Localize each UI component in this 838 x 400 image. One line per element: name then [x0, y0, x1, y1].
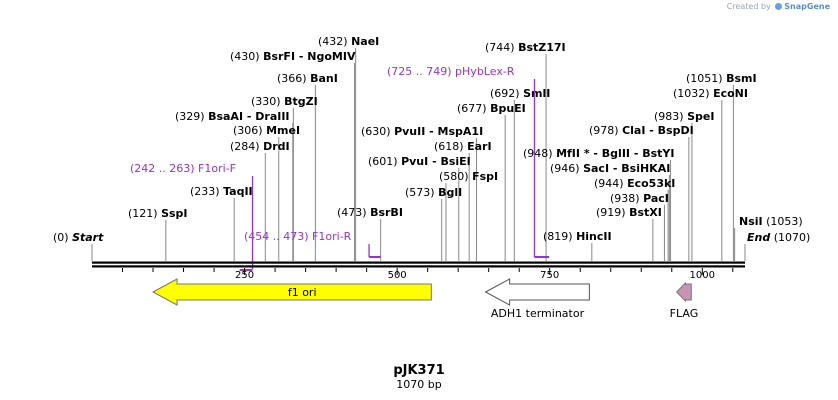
primers: (242 .. 263) F1ori-F (454 .. 473) F1ori-R…	[130, 65, 550, 271]
feature-flag[interactable]	[675, 281, 692, 303]
enzyme-label-mfii[interactable]: (948) MfII * - BglII - BstYI	[523, 147, 675, 160]
enzyme-label-bpuei[interactable]: (677) BpuEI	[457, 102, 526, 115]
enzyme-label-bsaai[interactable]: (329) BsaAI - DraIII	[175, 110, 290, 123]
primer-label-phyblex-r[interactable]: (725 .. 749) pHybLex-R	[387, 65, 515, 78]
plasmid-length: 1070 bp	[396, 378, 441, 391]
ruler: 250 500 750 1000	[122, 268, 734, 281]
enzyme-label-hincii[interactable]: (819) HincII	[543, 230, 612, 243]
ruler-label-750: 750	[540, 270, 559, 281]
enzyme-label-pvui[interactable]: (601) PvuI - BsiEI	[368, 155, 471, 168]
enzyme-label-taqii[interactable]: (233) TaqII	[190, 185, 253, 198]
dna-backbone	[92, 261, 745, 268]
enzyme-label-econi[interactable]: (1032) EcoNI	[673, 87, 748, 100]
credit-prefix: Created by	[726, 2, 771, 11]
enzyme-label-bstxi[interactable]: (919) BstXI	[596, 206, 662, 219]
feature-f1-ori[interactable]	[151, 278, 432, 306]
feature-label-flag: FLAG	[670, 307, 699, 320]
enzyme-label-smli[interactable]: (692) SmlI	[490, 87, 550, 100]
enzyme-label-pvuii[interactable]: (630) PvuII - MspA1I	[361, 125, 483, 138]
enzyme-label-eco53ki[interactable]: (944) Eco53kI	[594, 177, 675, 190]
backbone-top-strand	[92, 261, 745, 264]
enzyme-label-naei[interactable]: (432) NaeI	[318, 35, 379, 48]
enzyme-label-nsii[interactable]: NsiI (1053)	[739, 215, 803, 228]
primer-label-f1ori-f[interactable]: (242 .. 263) F1ori-F	[130, 162, 236, 175]
primer-label-f1ori-r[interactable]: (454 .. 473) F1ori-R	[244, 230, 352, 243]
enzyme-label-btgzi[interactable]: (330) BtgZI	[251, 95, 318, 108]
cut-site-lines	[91, 48, 746, 261]
plasmid-name: pJK371	[393, 363, 444, 378]
ruler-label-1000: 1000	[690, 270, 715, 281]
enzyme-label-end[interactable]: End (1070)	[747, 231, 810, 244]
enzyme-label-saci[interactable]: (946) SacI - BsiHKAI	[550, 162, 670, 175]
enzyme-label-start[interactable]: (0) Start	[53, 231, 104, 244]
enzyme-label-fspi[interactable]: (580) FspI	[439, 170, 498, 183]
enzyme-labels: (0) Start (121) SspI(233) TaqII (284) DrdI…	[53, 35, 810, 244]
credit-brand: SnapGene	[784, 2, 830, 11]
enzyme-label-mmei[interactable]: (306) MmeI	[233, 124, 300, 137]
enzyme-label-bgli[interactable]: (573) BglI	[405, 186, 462, 199]
feature-adh1-terminator[interactable]	[484, 278, 590, 306]
enzyme-label-eari[interactable]: (618) EarI	[434, 140, 492, 153]
backbone-bottom-strand	[92, 265, 745, 268]
snapgene-logo-icon	[775, 3, 783, 10]
enzyme-label-spei[interactable]: (983) SpeI	[654, 110, 714, 123]
enzyme-label-bsrfi[interactable]: (430) BsrFI - NgoMIV	[230, 50, 356, 63]
enzyme-label-bsmi[interactable]: (1051) BsmI	[686, 72, 757, 85]
enzyme-label-paci[interactable]: (938) PacI	[610, 192, 669, 205]
feature-label-f1-ori: f1 ori	[288, 286, 317, 299]
enzyme-label-sspi[interactable]: (121) SspI	[128, 207, 188, 220]
enzyme-label-clai[interactable]: (978) ClaI - BspDI	[589, 124, 694, 137]
enzyme-label-bsrbi[interactable]: (473) BsrBI	[337, 206, 403, 219]
enzyme-label-bstz17i[interactable]: (744) BstZ17I	[485, 41, 566, 54]
snapgene-credit: Created by SnapGene	[727, 2, 830, 11]
ruler-label-250: 250	[235, 270, 254, 281]
enzyme-label-bani[interactable]: (366) BanI	[277, 72, 338, 85]
enzyme-label-drdi[interactable]: (284) DrdI	[230, 140, 290, 153]
feature-label-adh1-terminator: ADH1 terminator	[491, 307, 585, 320]
ruler-label-500: 500	[388, 270, 407, 281]
